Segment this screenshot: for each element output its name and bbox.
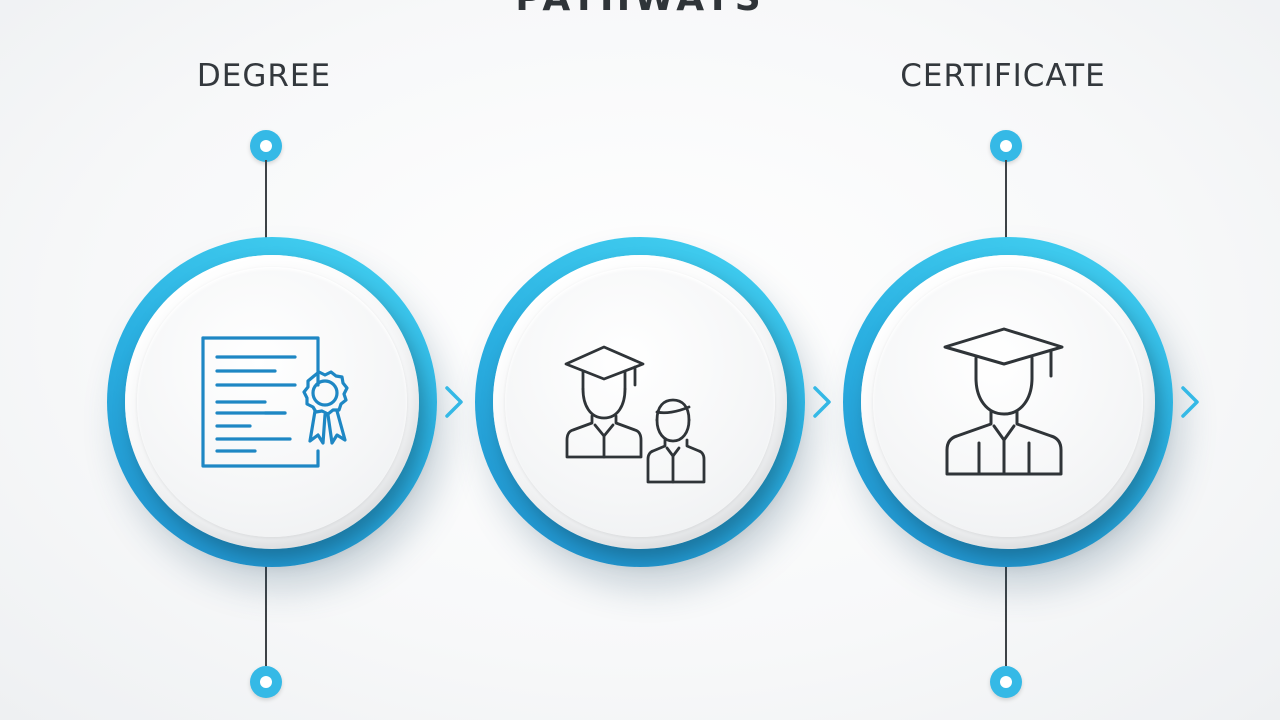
- degree-step-node: [107, 237, 437, 567]
- certificate-top-connector: [1005, 160, 1007, 238]
- diagram-title: PATHWAYS: [0, 0, 1280, 19]
- certificate-label: CERTIFICATE: [900, 58, 1106, 94]
- certificate-bottom-marker: [990, 666, 1022, 698]
- certificate-step-node: [843, 237, 1173, 567]
- graduate-and-student-icon: [564, 345, 706, 484]
- degree-bottom-marker: [250, 666, 282, 698]
- degree-step-face: [125, 255, 419, 549]
- certificate-top-marker: [990, 130, 1022, 162]
- certificate-bottom-connector: [1005, 566, 1007, 666]
- graduate-icon: [943, 327, 1064, 476]
- diploma-certificate-icon: [201, 336, 349, 468]
- degree-label: DEGREE: [196, 58, 332, 94]
- chevron-right-icon: [1177, 384, 1205, 420]
- transition-step-node: [475, 237, 805, 567]
- degree-bottom-connector: [265, 566, 267, 666]
- transition-step-face: [493, 255, 787, 549]
- certificate-step-face: [861, 255, 1155, 549]
- degree-top-marker: [250, 130, 282, 162]
- degree-top-connector: [265, 160, 267, 238]
- chevron-right-icon: [441, 384, 469, 420]
- chevron-right-icon: [809, 384, 837, 420]
